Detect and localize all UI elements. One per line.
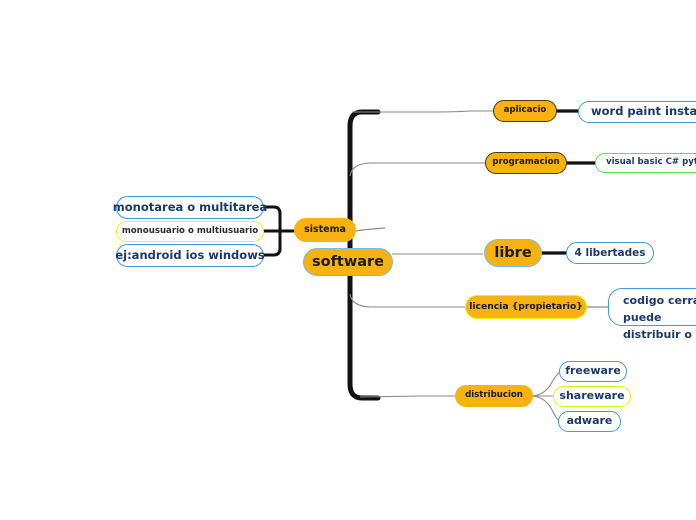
node-label: licencia {propietario} [469,300,583,312]
node-label: distribucion [465,390,523,401]
node-label: freeware [565,364,621,378]
node-label: word paint instagram [591,104,696,119]
node-aplicacio-detail[interactable]: word paint instagram [578,101,696,123]
node-label: libre [494,244,532,261]
node-aplicacio[interactable]: aplicacio [493,100,557,122]
node-programacion[interactable]: programacion [485,152,567,174]
node-label: programacion [492,157,560,168]
sistema-bracket-bottom [262,236,282,257]
branch-aplicacio [352,110,495,113]
node-label: 4 libertades [574,246,646,259]
node-label: visual basic C# python [606,157,696,168]
node-sistema[interactable]: sistema [294,218,356,242]
node-adware[interactable]: adware [558,411,621,432]
node-label: adware [566,414,613,428]
node-label: software [312,253,384,270]
node-libre-detail[interactable]: 4 libertades [566,242,654,264]
node-shareware[interactable]: shareware [553,386,631,407]
licencia-detail-line-2: distribuir o modificar [623,328,696,341]
node-programacion-detail[interactable]: visual basic C# python [595,153,696,173]
node-libre[interactable]: libre [484,239,542,267]
node-label: aplicacio [503,105,547,116]
node-label: sistema [304,223,346,235]
node-freeware[interactable]: freeware [559,361,627,382]
branch-licencia [349,293,468,308]
node-distribucion[interactable]: distribucion [455,385,533,407]
node-monousuario-o-multiusuario[interactable]: monousuario o multiusuario [116,221,264,242]
node-software-root[interactable]: software [303,248,393,276]
licencia-detail-line-1: codigo cerrado no se puede [623,294,696,324]
node-label: ej:android ios windows [115,247,265,262]
branch-distribucion [359,395,455,398]
node-ej-android-ios-windows[interactable]: ej:android ios windows [115,244,265,267]
node-licencia-propietario[interactable]: licencia {propietario} [465,295,587,319]
node-monotarea-o-multitarea[interactable]: monotarea o multitarea [112,196,268,219]
node-label: monousuario o multiusuario [121,225,259,236]
node-label: shareware [559,389,625,403]
node-label: monotarea o multitarea [112,199,268,214]
branch-programacion [349,162,490,177]
node-licencia-detail[interactable]: codigo cerrado no se puede distribuir o … [608,288,696,341]
